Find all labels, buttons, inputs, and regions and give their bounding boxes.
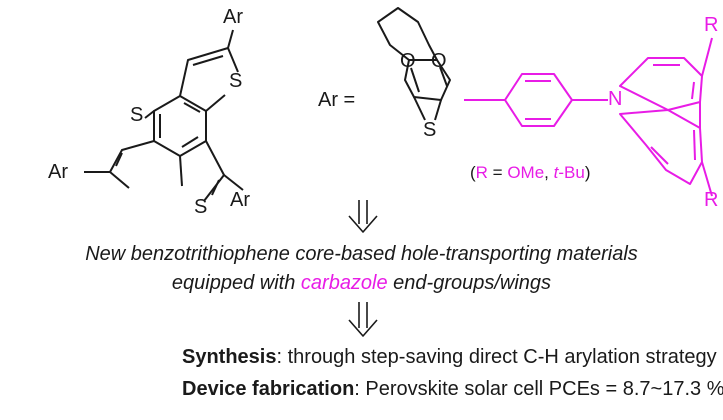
core-ar-left-label: Ar	[48, 161, 68, 183]
r-note-open: (	[470, 163, 476, 182]
r-note-eq: =	[487, 163, 508, 182]
top-ar-bond	[227, 29, 234, 49]
down-arrow-2	[348, 302, 378, 337]
device-label: Device fabrication	[182, 378, 355, 400]
r-note-bu: -Bu	[558, 163, 585, 182]
caption-line-2: equipped with carbazole end-groups/wings	[0, 272, 723, 295]
ar-equals-label: Ar =	[318, 89, 356, 111]
down-arrow-1	[348, 200, 378, 233]
core-s-top-label: S	[229, 70, 243, 92]
synthesis-statement: Synthesis: through step-saving direct C-…	[182, 346, 717, 369]
r-note-t: t	[553, 163, 559, 182]
core-s-left-label: S	[130, 104, 144, 126]
device-statement: Device fabrication: Perovskite solar cel…	[182, 378, 723, 401]
core-ar-bottom-label: Ar	[230, 189, 250, 211]
device-text: : Perovskite solar cell PCEs = 8.7~17.3 …	[354, 378, 723, 400]
edot-o-right-label: O	[431, 50, 447, 72]
core-ar-top-label: Ar	[223, 6, 243, 28]
caption-line-1: New benzotrithiophene core-based hole-tr…	[85, 243, 638, 265]
carbazole-n-label: N	[608, 88, 623, 110]
carbazole-unit	[619, 37, 713, 197]
phenyl-linker	[464, 73, 608, 127]
r-note-r: R	[475, 163, 488, 182]
benzotrithiophene-core	[84, 29, 244, 202]
caption-line-2-post: end-groups/wings	[387, 272, 552, 294]
synthesis-label: Synthesis	[182, 346, 277, 368]
core-s-bottom-label: S	[194, 196, 208, 218]
carbazole-r-bottom-label: R	[704, 189, 719, 211]
central-benzene-ring	[153, 95, 207, 157]
edot-o-left-label: O	[400, 50, 416, 72]
r-note-comma: ,	[544, 163, 554, 182]
top-thiophene-ring	[179, 47, 239, 112]
r-note-close: )	[584, 163, 591, 182]
r-note-ome: OMe	[507, 163, 545, 182]
edot-unit	[377, 7, 451, 121]
synthesis-text: : through step-saving direct C-H arylati…	[276, 346, 717, 368]
caption-line-2-pre: equipped with	[171, 272, 301, 294]
bottom-thiophene-ring	[179, 140, 244, 202]
edot-s-label: S	[423, 119, 437, 141]
left-thiophene-ring	[84, 110, 155, 189]
caption-carbazole-highlight: carbazole	[300, 272, 388, 294]
carbazole-r-top-label: R	[704, 14, 719, 36]
r-substituent-note: (R = OMe, t-Bu)	[470, 163, 591, 183]
